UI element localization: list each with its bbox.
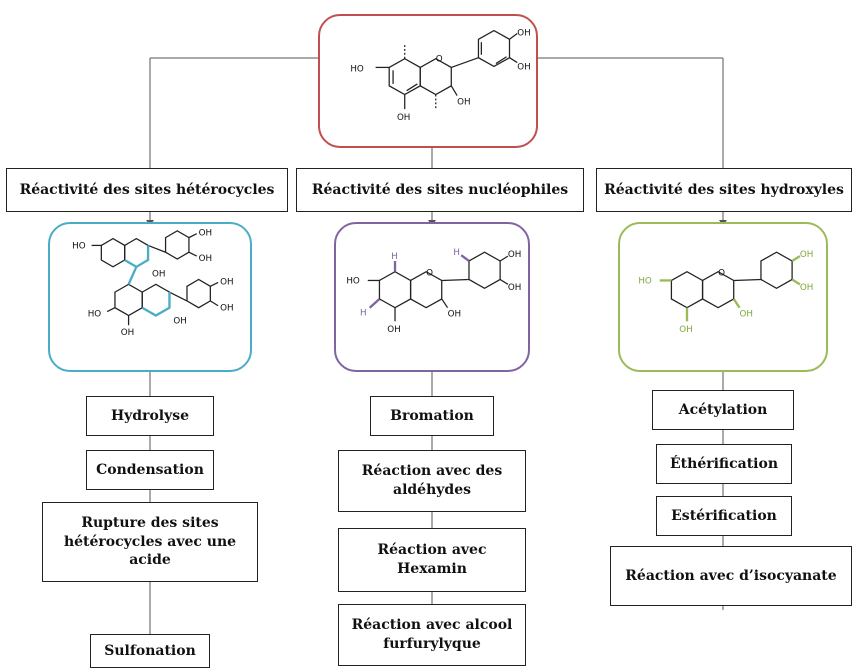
catechin-hydroxyl-structure: HO OH OH OH OH O xyxy=(638,250,813,335)
nucleophile-h-label: H xyxy=(360,308,367,318)
oh-label: OH xyxy=(517,62,530,72)
hydroxyles-molecule-box: HO OH OH OH OH O xyxy=(618,222,828,372)
ho-label: HO xyxy=(346,276,360,286)
reaction-acetylation: Acétylation xyxy=(652,390,794,430)
reaction-isocyanate: Réaction avec d’isocyanate xyxy=(610,546,852,606)
hydroxyl-ho-label: HO xyxy=(638,276,652,286)
hydroxyl-oh-label: OH xyxy=(679,325,692,335)
oh-label: OH xyxy=(173,316,186,326)
oh-label: OH xyxy=(517,28,530,38)
oh-label: OH xyxy=(199,254,212,264)
reaction-etherification: Éthérification xyxy=(656,444,792,484)
category-heterocycles: Réactivité des sites hétérocycles xyxy=(6,168,288,212)
nucleophile-h-label: H xyxy=(453,248,460,258)
nucleophiles-molecule-box: H H H O HO OH OH OH OH xyxy=(334,222,530,372)
hydroxyl-oh-label: OH xyxy=(740,309,753,319)
hydroxyl-oh-label: OH xyxy=(800,250,813,260)
oh-label: OH xyxy=(457,97,470,107)
catechin-structure: O HO OH OH OH OH xyxy=(350,28,530,123)
top-molecule-box: O HO OH OH OH OH xyxy=(318,14,538,148)
ho-label: HO xyxy=(350,64,364,74)
oh-label: OH xyxy=(508,250,521,260)
reaction-esterification: Estérification xyxy=(656,496,792,536)
ring-oxygen-label: O xyxy=(718,269,725,279)
reaction-aldehydes: Réaction avec des aldéhydes xyxy=(338,450,526,512)
reaction-alcool-furfurylyque: Réaction avec alcool furfurylyque xyxy=(338,604,526,666)
oh-label: OH xyxy=(220,304,233,314)
oh-label: OH xyxy=(220,277,233,287)
hydroxyl-oh-label: OH xyxy=(800,283,813,293)
reaction-hexamin: Réaction avec Hexamin xyxy=(338,528,526,592)
oh-label: OH xyxy=(448,309,461,319)
ho-label: HO xyxy=(72,241,86,251)
category-hydroxyles: Réactivité des sites hydroxyles xyxy=(596,168,852,212)
reaction-sulfonation: Sulfonation xyxy=(90,634,210,668)
oh-label: OH xyxy=(387,325,400,335)
nucleophile-h-label: H xyxy=(391,252,398,262)
ho-label: HO xyxy=(88,309,102,319)
catechin-nucleophile-structure: H H H O HO OH OH OH OH xyxy=(346,248,521,335)
oh-label: OH xyxy=(199,229,212,239)
procyanidin-dimer-structure: HO OH OH OH HO OH OH OH OH xyxy=(72,229,233,338)
reaction-bromation: Bromation xyxy=(370,396,494,436)
oh-label: OH xyxy=(121,328,134,338)
oh-label: OH xyxy=(397,113,410,123)
heterocycles-molecule-box: HO OH OH OH HO OH OH OH OH xyxy=(48,222,252,372)
ring-oxygen-label: O xyxy=(436,55,443,65)
reaction-rupture-heterocycles: Rupture des sites hétérocycles avec une … xyxy=(42,502,258,582)
oh-label: OH xyxy=(152,270,165,280)
reaction-condensation: Condensation xyxy=(86,450,214,490)
ring-oxygen-label: O xyxy=(426,269,433,279)
category-nucleophiles: Réactivité des sites nucléophiles xyxy=(296,168,584,212)
oh-label: OH xyxy=(508,283,521,293)
reaction-hydrolyse: Hydrolyse xyxy=(86,396,214,436)
